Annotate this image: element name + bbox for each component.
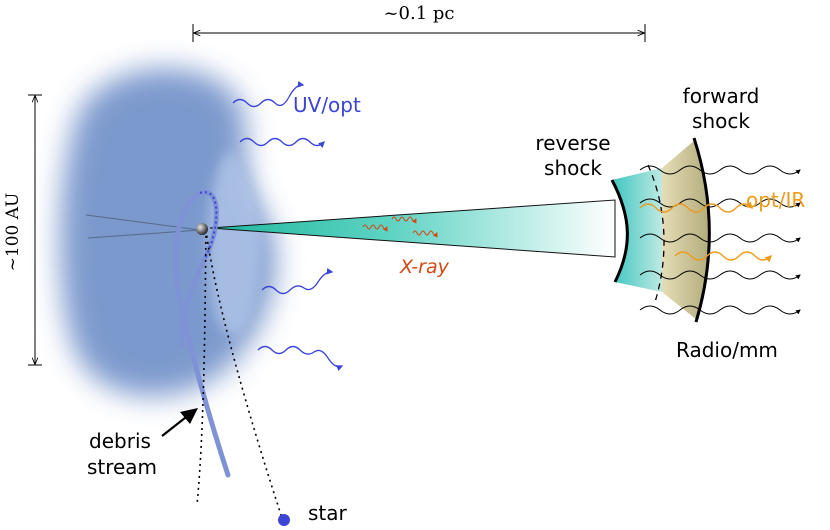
black-hole xyxy=(196,223,208,235)
radio-emission xyxy=(639,165,801,315)
distance-scale-bar: ~0.1 pc xyxy=(192,3,646,42)
uv-opt-emission xyxy=(232,81,344,372)
opt-ir-label: opt/IR xyxy=(746,188,805,212)
debris-stream-label-line2: stream xyxy=(87,455,157,479)
x-ray-label: X-ray xyxy=(399,256,450,278)
reverse-shock-label-line2: shock xyxy=(544,156,602,180)
star-trajectory xyxy=(196,229,283,519)
size-scale-label: ~100 AU xyxy=(3,193,23,272)
size-scale-bar: ~100 AU xyxy=(3,94,42,366)
distance-scale-label: ~0.1 pc xyxy=(383,3,454,24)
debris-stream xyxy=(173,189,231,478)
star-label: star xyxy=(308,501,348,525)
contact-discontinuity xyxy=(647,164,665,303)
debris-stream-pointer xyxy=(161,408,198,437)
forward-shock-label-line2: shock xyxy=(692,109,750,133)
forward-shock-front xyxy=(692,137,711,323)
jet-cone xyxy=(209,199,616,258)
reverse-shock-front xyxy=(610,179,629,283)
forward-shock-label-line1: forward xyxy=(683,84,760,108)
uv-opt-label: UV/opt xyxy=(293,93,361,117)
x-ray-emission xyxy=(362,216,438,238)
debris-stream-label-line1: debris xyxy=(89,429,151,453)
star-marker xyxy=(278,514,290,526)
opt-ir-emission xyxy=(639,201,772,263)
radio-mm-label: Radio/mm xyxy=(676,338,778,362)
reverse-shock-label-line1: reverse xyxy=(535,131,610,155)
forward-shock-region xyxy=(662,140,709,320)
